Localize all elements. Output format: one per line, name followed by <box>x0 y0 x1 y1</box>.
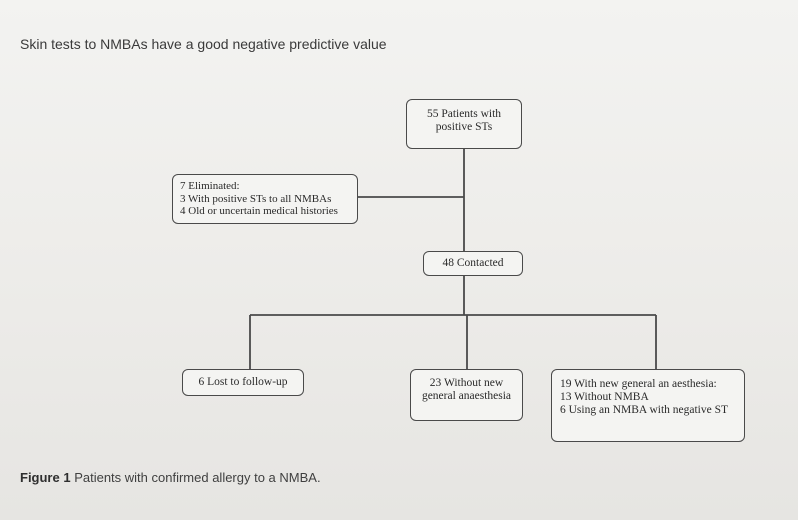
box-eliminated-line-1: 7 Eliminated: <box>180 180 240 192</box>
box-eliminated-line-2: 3 With positive STs to all NMBAs <box>180 192 332 205</box>
box-eliminated-line-3: 4 Old or uncertain medical histories <box>180 205 338 217</box>
box-positive-sts: 55 Patients with positive STs <box>406 99 522 149</box>
box-with-new-ga-line-1: 19 With new general an aesthesia: <box>560 378 717 390</box>
box-with-new-ga-line-2: 13 Without NMBA <box>560 391 649 403</box>
figure-caption-text: Patients with confirmed allergy to a NMB… <box>70 470 321 485</box>
box-without-new-ga-line-1: 23 Without new <box>429 377 504 389</box>
box-with-new-ga-line-3: 6 Using an NMBA with negative ST <box>560 404 729 416</box>
box-eliminated: 7 Eliminated: 3 With positive STs to all… <box>172 174 358 224</box>
box-contacted: 48 Contacted <box>423 251 523 276</box>
page-header: Skin tests to NMBAs have a good negative… <box>20 36 387 52</box>
box-contacted-line-1: 48 Contacted <box>442 257 504 269</box>
figure-label: Figure 1 <box>20 470 71 485</box>
box-with-new-ga: 19 With new general an aesthesia: 13 Wit… <box>551 369 745 442</box>
box-positive-sts-line-2: positive STs <box>435 121 493 133</box>
figure-caption: Figure 1 Patients with confirmed allergy… <box>20 470 321 485</box>
box-without-new-ga-line-2: general anaesthesia <box>421 390 512 402</box>
box-lost-follow-up: 6 Lost to follow-up <box>182 369 304 396</box>
box-positive-sts-line-1: 55 Patients with <box>426 108 502 120</box>
box-lost-follow-up-line-1: 6 Lost to follow-up <box>198 376 288 388</box>
box-without-new-ga: 23 Without new general anaesthesia <box>410 369 523 421</box>
